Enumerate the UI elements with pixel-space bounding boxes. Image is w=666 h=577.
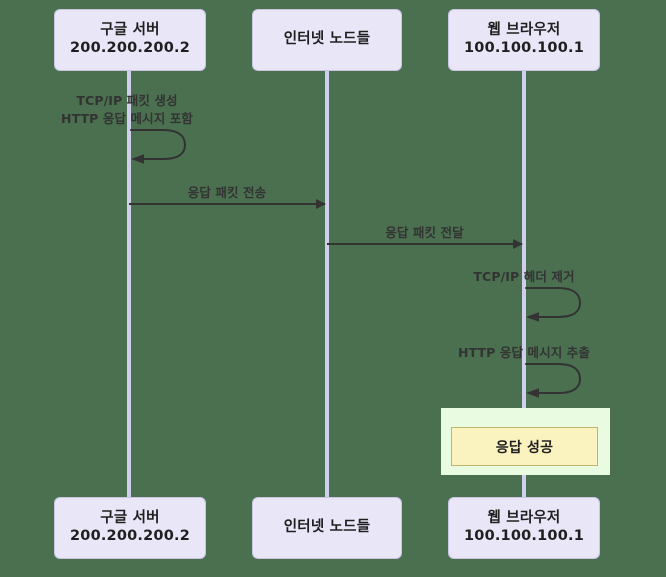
participant-ip: 100.100.100.1 [463,40,585,56]
lifeline-browser [522,70,526,502]
message-label-line1: TCP/IP 헤더 제거 [473,269,575,284]
participant-name: 인터넷 노드들 [283,31,371,48]
participant-name: 구글 서버 [100,510,160,527]
participant-footer-browser[interactable]: 웹 브라우저 100.100.100.1 [448,497,600,559]
lifeline-nodes [325,70,329,502]
arrowhead-icon [513,239,523,249]
note-box-response-success[interactable]: 응답 성공 [451,427,598,466]
note-text: 응답 성공 [495,439,554,456]
message-selfloop-tcpip-header-remove[interactable] [524,284,588,322]
participant-header-browser[interactable]: 웹 브라우저 100.100.100.1 [448,9,600,71]
message-label-tcp-packet-create: TCP/IP 패킷 생성 HTTP 응답 메시지 포함 [29,92,225,128]
message-selfloop-tcp-packet-create[interactable] [129,126,193,164]
message-label-line1: HTTP 응답 메시지 추출 [458,345,590,360]
participant-ip: 200.200.200.2 [69,528,191,544]
participant-header-server[interactable]: 구글 서버 200.200.200.2 [54,9,206,71]
message-label-tcpip-header-remove: TCP/IP 헤더 제거 [436,268,612,286]
participant-footer-nodes[interactable]: 인터넷 노드들 [252,497,402,559]
message-label-response-packet-deliver: 응답 패킷 전달 [327,222,522,241]
message-label-text: 응답 패킷 전달 [385,225,464,240]
participant-name: 구글 서버 [100,22,160,39]
participant-ip: 100.100.100.1 [463,528,585,544]
participant-ip: 200.200.200.2 [69,40,191,56]
participant-name: 웹 브라우저 [487,510,561,527]
participant-header-nodes[interactable]: 인터넷 노드들 [252,9,402,71]
message-arrow-response-packet-send[interactable] [129,199,326,209]
arrowhead-icon [316,199,326,209]
message-label-line2: HTTP 응답 메시지 포함 [61,111,193,127]
message-arrow-response-packet-deliver[interactable] [327,239,523,249]
message-label-line1: TCP/IP 패킷 생성 [76,93,178,108]
lifeline-server [127,70,131,502]
message-label-response-packet-send: 응답 패킷 전송 [129,182,325,201]
message-label-http-response-extract: HTTP 응답 메시지 추출 [428,344,620,362]
message-label-text: 응답 패킷 전송 [187,185,267,200]
message-selfloop-http-response-extract[interactable] [524,360,588,398]
participant-footer-server[interactable]: 구글 서버 200.200.200.2 [54,497,206,559]
participant-name: 웹 브라우저 [487,22,561,39]
participant-name: 인터넷 노드들 [283,519,371,536]
